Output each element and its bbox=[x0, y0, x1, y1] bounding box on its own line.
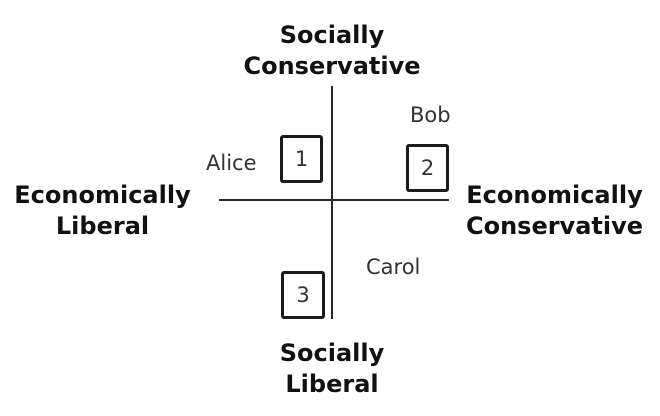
person-label-alice: Alice bbox=[206, 151, 257, 175]
axis-label-right: Economically Conservative bbox=[465, 181, 644, 240]
axis-label-bottom: Socially Liberal bbox=[279, 339, 385, 398]
position-marker-3: 3 bbox=[281, 271, 325, 319]
marker-number-1: 1 bbox=[294, 147, 309, 171]
person-label-carol: Carol bbox=[366, 255, 421, 279]
person-label-bob: Bob bbox=[410, 103, 451, 127]
vertical-axis-line bbox=[331, 86, 333, 319]
axis-label-left: Economically Liberal bbox=[14, 181, 191, 240]
axis-label-top: Socially Conservative bbox=[243, 21, 421, 80]
marker-number-3: 3 bbox=[296, 283, 310, 307]
horizontal-axis-line bbox=[219, 199, 449, 201]
position-marker-2: 2 bbox=[406, 144, 449, 192]
position-marker-1: 1 bbox=[280, 135, 323, 183]
marker-number-2: 2 bbox=[420, 156, 435, 180]
